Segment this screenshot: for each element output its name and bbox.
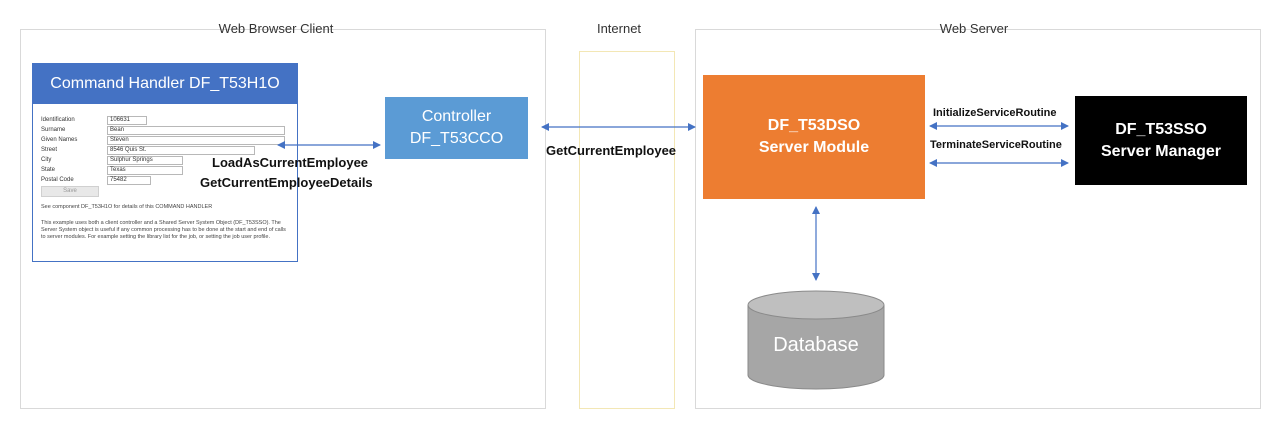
save-button[interactable]: Save [41,186,99,197]
command-handler-panel: Command Handler DF_T53H1O Identification… [32,63,298,262]
surname-field[interactable]: Bean [107,126,285,135]
edge-label-load-current-employee: LoadAsCurrentEmployee [212,155,369,170]
field-label-postal-code: Postal Code [41,177,74,183]
postal-code-field[interactable]: 75482 [107,176,151,185]
street-field[interactable]: 8546 Quis St. [107,146,255,155]
server-manager-box: DF_T53SSO Server Manager [1075,96,1247,185]
field-label-identification: Identification [41,117,75,123]
field-label-surname: Surname [41,127,66,133]
field-label-street: Street [41,147,58,153]
given-names-field[interactable]: Steven [107,136,285,145]
field-label-given-names: Given Names [41,137,78,143]
component-note: See component DF_T53H1O for details of t… [41,204,213,210]
server-manager-line2: Server Manager [1100,142,1222,160]
edge-label-get-current-employee: GetCurrentEmployee [546,143,677,158]
internet-region-label: Internet [596,21,642,36]
server-region-label: Web Server [939,21,1009,36]
example-description: This example uses both a client controll… [41,220,286,240]
state-field[interactable]: Texas [107,166,183,175]
server-module-line1: DF_T53DSO [767,117,861,134]
command-handler-title: Command Handler DF_T53H1O [33,64,297,104]
database-label: Database [773,334,859,356]
edge-label-initialize: InitializeServiceRoutine [933,107,1057,119]
controller-line1: Controller [421,108,492,125]
controller-box: Controller DF_T53CCO [385,97,528,159]
city-field[interactable]: Sulphur Springs [107,156,183,165]
database-cylinder [747,290,885,390]
internet-region [579,51,675,409]
server-module-box: DF_T53DSO Server Module [703,75,925,199]
server-manager-line1: DF_T53SSO [1115,120,1207,138]
edge-label-get-current-employee-details: GetCurrentEmployeeDetails [200,175,373,190]
field-label-city: City [41,157,52,163]
controller-line2: DF_T53CCO [409,130,504,147]
edge-label-terminate: TerminateServiceRoutine [930,139,1062,151]
server-module-line2: Server Module [758,139,870,156]
client-region-label: Web Browser Client [218,21,334,36]
identification-field[interactable]: 106631 [107,116,147,125]
field-label-state: State [41,167,56,173]
